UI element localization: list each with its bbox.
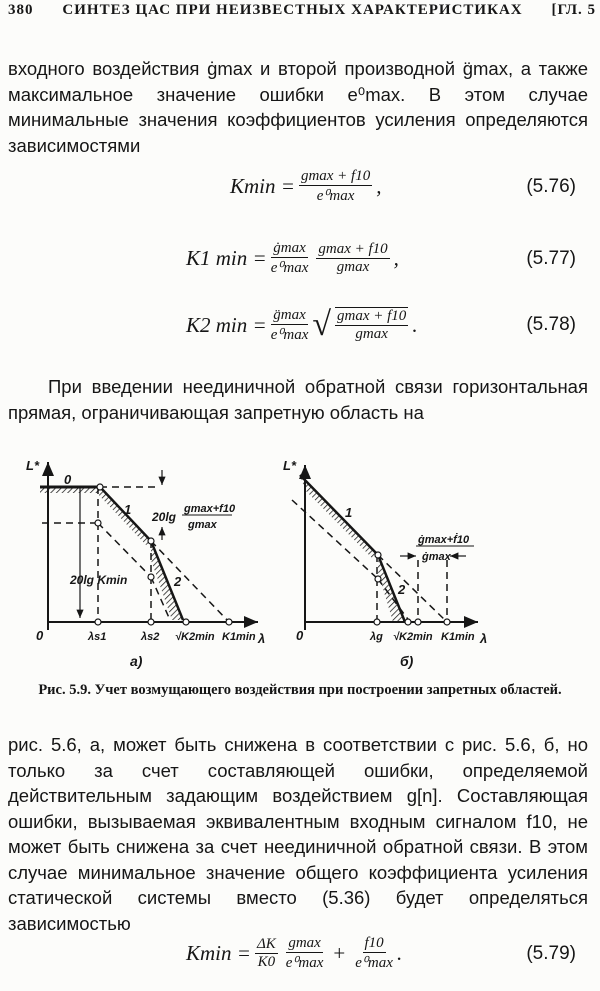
numerator: ġmax [271, 240, 308, 258]
tick-label: K1min [441, 631, 475, 643]
fraction: f10 e⁰max [355, 935, 393, 972]
figure-caption: Рис. 5.9. Учет возмущающего воздействия … [38, 682, 562, 698]
running-header: 380 СИНТЕЗ ЦАС ПРИ НЕИЗВЕСТНЫХ ХАРАКТЕРИ… [8, 2, 596, 19]
subfigure-label: а) [130, 653, 143, 669]
equation-number: (5.76) [526, 175, 576, 197]
paragraph-2: При введении неединичной обратной связи … [8, 376, 588, 423]
figure-a-labels: L* λ 0 0 1 2 λs1 λs2 √K2min K1min 20lg g… [26, 458, 265, 669]
line-1 [99, 486, 152, 542]
line-label: 1 [345, 505, 352, 520]
chapter-ref: [ГЛ. 5 [551, 2, 596, 18]
line-label: 2 [397, 582, 406, 597]
axis-y-label: L* [26, 458, 40, 473]
denominator: e⁰max [270, 326, 309, 343]
fraction: gmax e⁰max [286, 935, 324, 972]
tick-label: √K2min [393, 631, 433, 643]
equation-number: (5.78) [526, 314, 576, 335]
equation-5-76: Kmin = gmax + f10 e⁰max , (5.76) [230, 168, 590, 205]
eq-punct: , [376, 174, 382, 198]
figure-a [40, 462, 258, 630]
figure-b [291, 465, 478, 630]
fraction: ġmax e⁰max [271, 240, 309, 277]
numerator: ΔK [254, 936, 278, 954]
denominator: gmax [355, 326, 388, 342]
eq-lhs: K1 min = [186, 246, 267, 270]
denominator: e⁰max [270, 260, 309, 276]
axis-y-label: L* [283, 458, 297, 473]
running-title: СИНТЕЗ ЦАС ПРИ НЕИЗВЕСТНЫХ ХАРАКТЕРИСТИК… [62, 2, 523, 18]
numerator: gmax + f10 [298, 168, 373, 186]
sqrt-sign: √ [312, 306, 332, 343]
tick-label: λs1 [87, 631, 106, 643]
equation-number: (5.77) [526, 247, 576, 269]
eq-punct: , [393, 246, 399, 270]
line-1 [299, 474, 379, 556]
line-2 [376, 554, 407, 623]
line-label: 1 [124, 502, 131, 517]
eq-lhs: Kmin = [186, 941, 251, 965]
numerator: gmax [286, 935, 323, 953]
line-label: 2 [173, 574, 182, 589]
denominator: K0 [257, 954, 276, 970]
eq-lhs: K2 min = [186, 312, 267, 337]
tick-label: √K2min [175, 631, 215, 643]
tick-label: λg [369, 631, 383, 643]
annotation: gmax+f10 [183, 503, 236, 515]
eq-lhs: Kmin = [230, 174, 295, 198]
tick-label: K1min [222, 631, 256, 643]
annotation: ġmax+ḟ10 [417, 533, 470, 546]
plus-sign: + [333, 941, 346, 965]
denominator: gmax [336, 259, 370, 275]
origin-label: 0 [36, 628, 44, 643]
numerator: f10 [362, 935, 386, 953]
axis-x-label: λ [257, 631, 265, 646]
denominator: e⁰max [355, 955, 393, 971]
annotation: 20lg Kmin [69, 573, 127, 587]
annotation: 20lg [151, 510, 177, 524]
page-number: 380 [8, 2, 34, 18]
annotation: ġmax [421, 551, 452, 563]
subfigure-label: б) [400, 653, 414, 669]
numerator: gmax + f10 [316, 241, 390, 259]
denominator: e⁰max [285, 955, 324, 971]
fraction: gmax + f10 e⁰max [298, 168, 373, 205]
origin-label: 0 [296, 628, 304, 643]
numerator: g̈max [271, 306, 308, 325]
tick-label: λs2 [140, 631, 159, 643]
numerator: gmax + f10 [335, 308, 409, 326]
eq-punct: . [412, 312, 418, 337]
annotation: gmax [187, 519, 218, 531]
line-2 [149, 540, 185, 621]
denominator: e⁰max [316, 188, 355, 204]
equation-number: (5.79) [526, 942, 576, 964]
paragraph-3: рис. 5.6, а, может быть снижена в соотве… [8, 734, 588, 934]
figure-b-labels: L* λ 0 1 2 λg √K2min K1min ġmax+ḟ10 ġmax… [283, 458, 487, 669]
axis-x-label: λ [479, 631, 487, 646]
paragraph-1: входного воздействия ġmax и второй произ… [8, 58, 588, 156]
line-label: 0 [64, 472, 72, 487]
eq-punct: . [396, 941, 403, 965]
